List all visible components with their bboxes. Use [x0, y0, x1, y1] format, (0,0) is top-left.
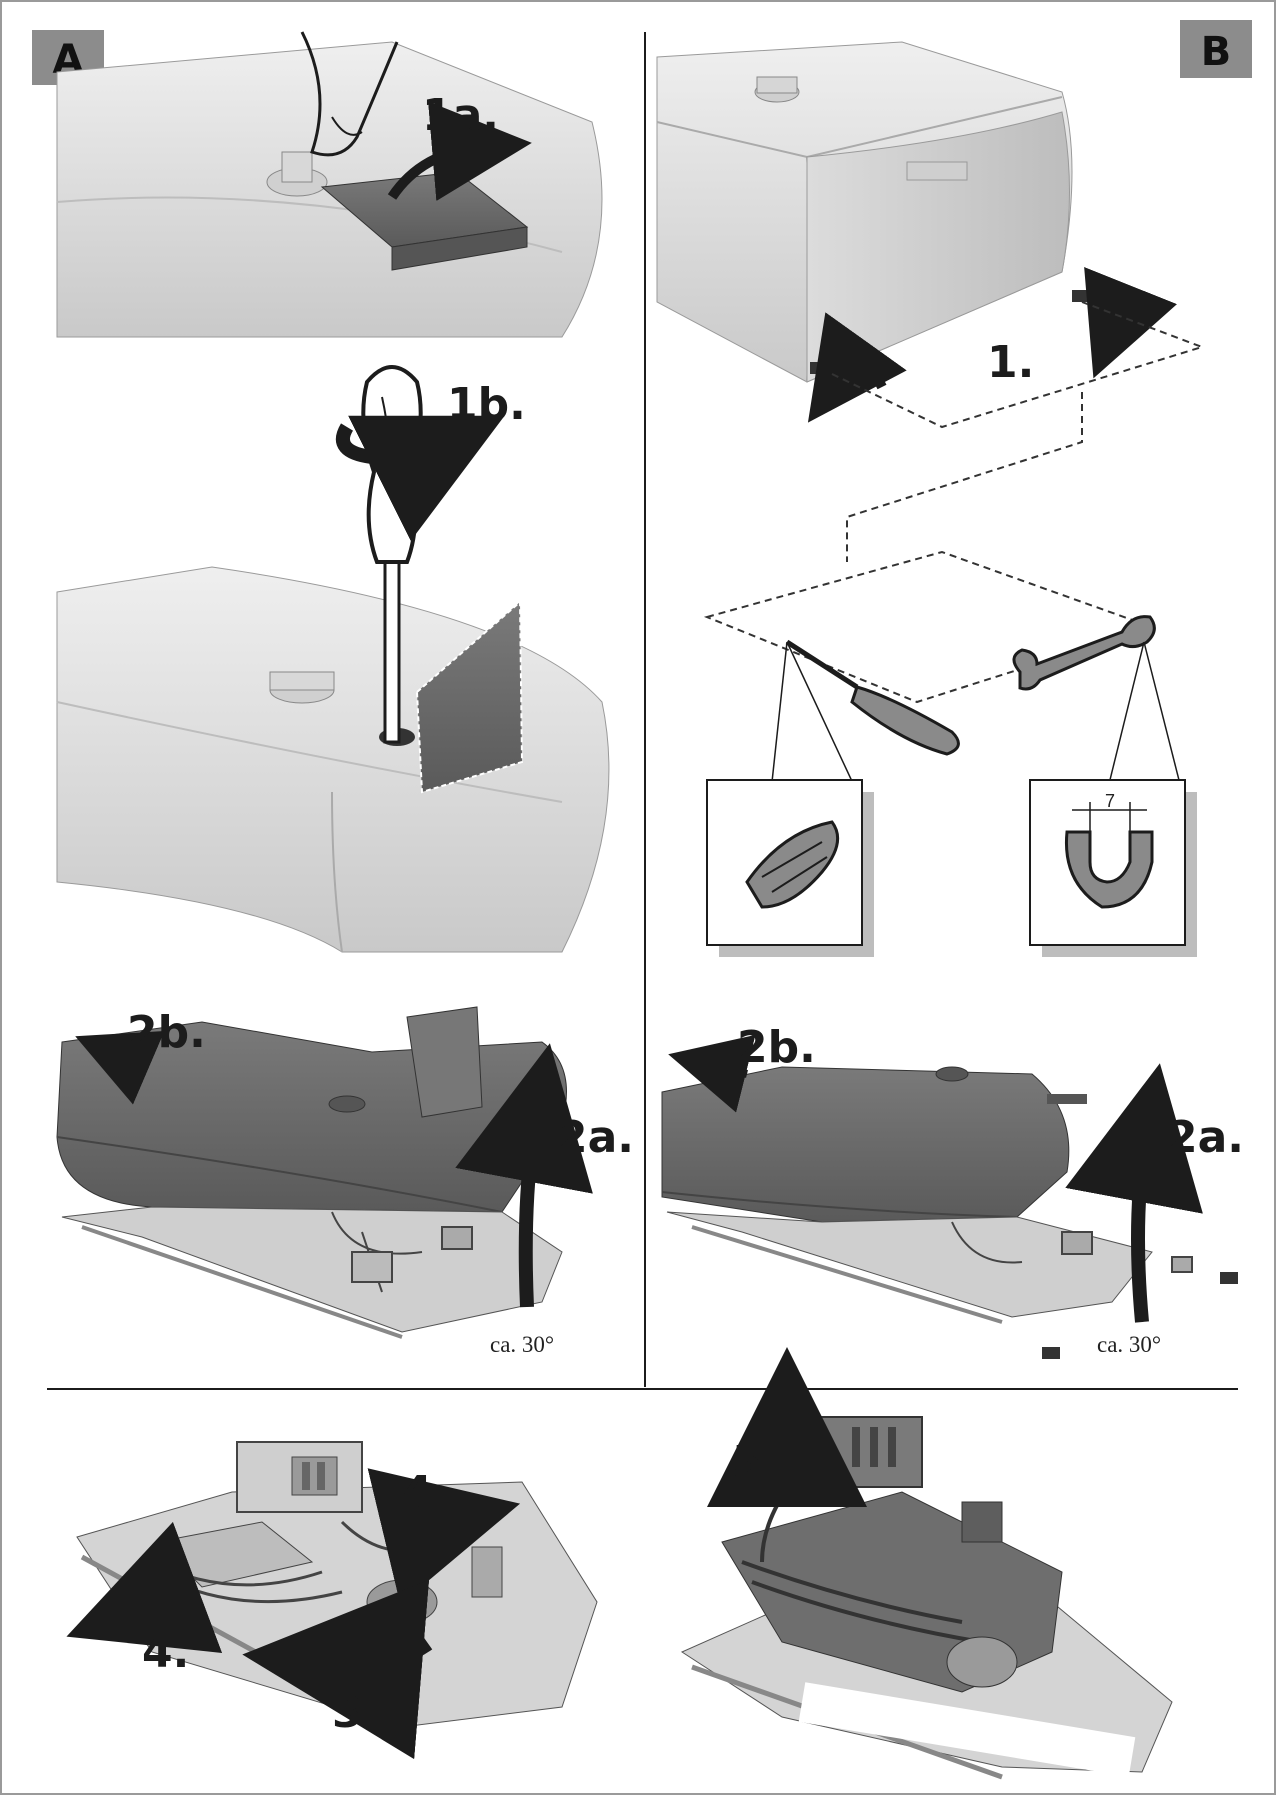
step-1b-label: 1b.: [447, 379, 526, 430]
step-5-label: 5.: [732, 1437, 779, 1488]
screw-b-right: [1220, 1272, 1238, 1284]
slide-arrow-2b-b: [668, 1034, 756, 1113]
slide-arrow-4-right: [367, 1468, 521, 1605]
step-1-b-label: 1.: [987, 337, 1034, 388]
phillips-screwdriver-icon: [771, 639, 960, 793]
badge-b-label: B: [1201, 29, 1232, 75]
tilt-arrow-2a-b: [1065, 1063, 1203, 1323]
wrench-size-detail: 7: [1029, 779, 1197, 957]
panel-b: B 1.: [656, 20, 1252, 1359]
rotate-arrow-3: [242, 1579, 433, 1760]
housing-tilt-b: 2b. 2a. ca. 30°: [661, 1022, 1244, 1359]
housing-top-1a: 1a.: [56, 31, 603, 338]
unscrew-arrow-left: [807, 312, 907, 423]
tools: 7: [706, 615, 1197, 957]
step-2a-a-label: 2a.: [557, 1112, 634, 1163]
step-4-left-label: 4.: [142, 1627, 189, 1678]
step-4-right-label: 4.: [402, 1467, 449, 1518]
tilt-arrow-2a-a: [455, 1043, 593, 1308]
step-1a-label: 1a.: [422, 90, 499, 141]
rotate-arrow-1b: [335, 415, 505, 541]
housing-1b: 1b.: [56, 365, 610, 953]
housing-tilt-a: 2b. 2a. ca. 30°: [56, 1006, 634, 1357]
screw-b-left: [1042, 1347, 1060, 1359]
bottom-left-assembly: 4. 4. 3.: [66, 1441, 598, 1760]
lift-arrow-1a: [387, 101, 532, 201]
open-flap: [415, 599, 524, 794]
step-2b-a-label: 2b.: [127, 1007, 206, 1058]
screw-left: [810, 362, 828, 374]
angle-label-b: ca. 30°: [1097, 1332, 1161, 1357]
housing-b-1: 1.: [656, 41, 1206, 704]
step-3-label: 3.: [332, 1687, 379, 1738]
hand-icon: [300, 31, 399, 157]
step-2b-b-label: 2b.: [737, 1022, 816, 1073]
terminal-block: [811, 1416, 923, 1488]
step-2a-b-label: 2a.: [1167, 1112, 1244, 1163]
slide-arrow-4-left: [66, 1521, 223, 1653]
bottom-right-assembly: 5.: [680, 1347, 1173, 1780]
wrench-size-label: 7: [1105, 791, 1115, 811]
slide-arrow-2b-a: [75, 1030, 165, 1105]
wrench-icon: [1012, 615, 1183, 793]
panel-a: A 1a.: [32, 30, 634, 1357]
screwdriver-tip-detail: [706, 779, 874, 957]
angle-label-a: ca. 30°: [490, 1332, 554, 1357]
screw-right: [1072, 290, 1090, 302]
unscrew-arrow-right: [1084, 266, 1178, 379]
badge-b: [1180, 20, 1252, 78]
